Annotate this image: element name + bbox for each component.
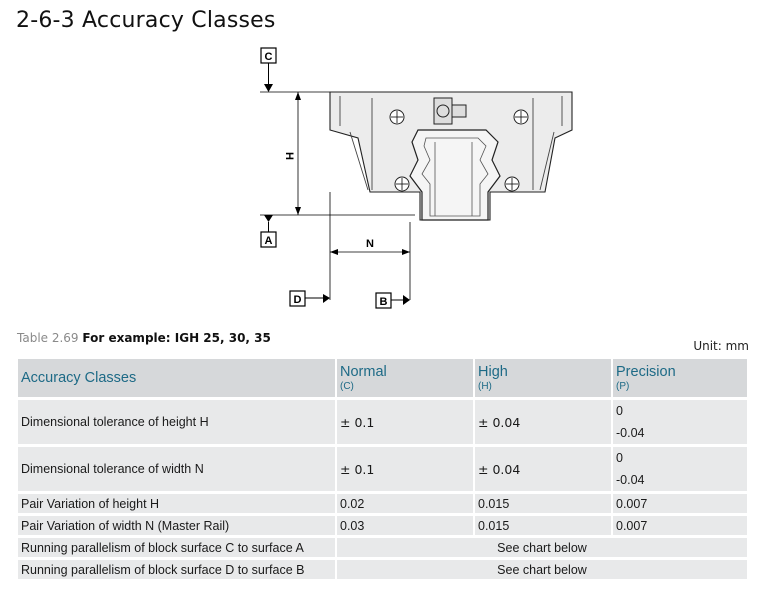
cell-high: 0.015 [475,516,611,535]
header-precision: Precision (P) [613,359,747,397]
unit-label: Unit: mm [693,339,749,353]
table-caption: Table 2.69 For example: IGH 25, 30, 35 [17,331,271,345]
cell-precision: 0 -0.04 [613,400,747,444]
accuracy-table: Accuracy Classes Normal (C) High (H) Pre… [16,356,749,582]
table-header-row: Accuracy Classes Normal (C) High (H) Pre… [18,359,747,397]
header-normal: Normal (C) [337,359,473,397]
cell-precision: 0.007 [613,516,747,535]
row-label: Dimensional tolerance of width N [18,447,335,491]
ref-box-a [260,231,277,248]
cell-normal: 0.02 [337,494,473,513]
cell-high: ± 0.04 [475,400,611,444]
row-label: Dimensional tolerance of height H [18,400,335,444]
table-row: Dimensional tolerance of height H ± 0.1 … [18,400,747,444]
table-number: Table 2.69 [17,331,79,345]
cell-see-chart: See chart below [337,538,747,557]
table-row: Dimensional tolerance of width N ± 0.1 ±… [18,447,747,491]
cell-see-chart: See chart below [337,560,747,579]
linear-guide-drawing: C H A [260,47,573,309]
row-label: Running parallelism of block surface C t… [18,538,335,557]
row-label: Running parallelism of block surface D t… [18,560,335,579]
table-row: Pair Variation of width N (Master Rail) … [18,516,747,535]
table-caption-text: For example: IGH 25, 30, 35 [82,331,271,345]
header-high: High (H) [475,359,611,397]
page-title: 2-6-3 Accuracy Classes [16,8,276,33]
row-label: Pair Variation of width N (Master Rail) [18,516,335,535]
cell-normal: ± 0.1 [337,447,473,491]
cell-precision: 0 -0.04 [613,447,747,491]
cell-high: 0.015 [475,494,611,513]
header-accuracy-classes: Accuracy Classes [18,359,335,397]
dim-label-h: H [283,152,295,160]
cell-normal: 0.03 [337,516,473,535]
cell-normal: ± 0.1 [337,400,473,444]
ref-label-d: D [294,294,302,306]
ref-label-a: A [265,235,273,247]
table-row: Running parallelism of block surface C t… [18,538,747,557]
cell-high: ± 0.04 [475,447,611,491]
dim-label-n: N [366,238,374,250]
row-label: Pair Variation of height H [18,494,335,513]
ref-label-b: B [380,296,388,308]
cell-precision: 0.007 [613,494,747,513]
ref-label-c: C [265,51,273,63]
table-row: Pair Variation of height H 0.02 0.015 0.… [18,494,747,513]
table-row: Running parallelism of block surface D t… [18,560,747,579]
